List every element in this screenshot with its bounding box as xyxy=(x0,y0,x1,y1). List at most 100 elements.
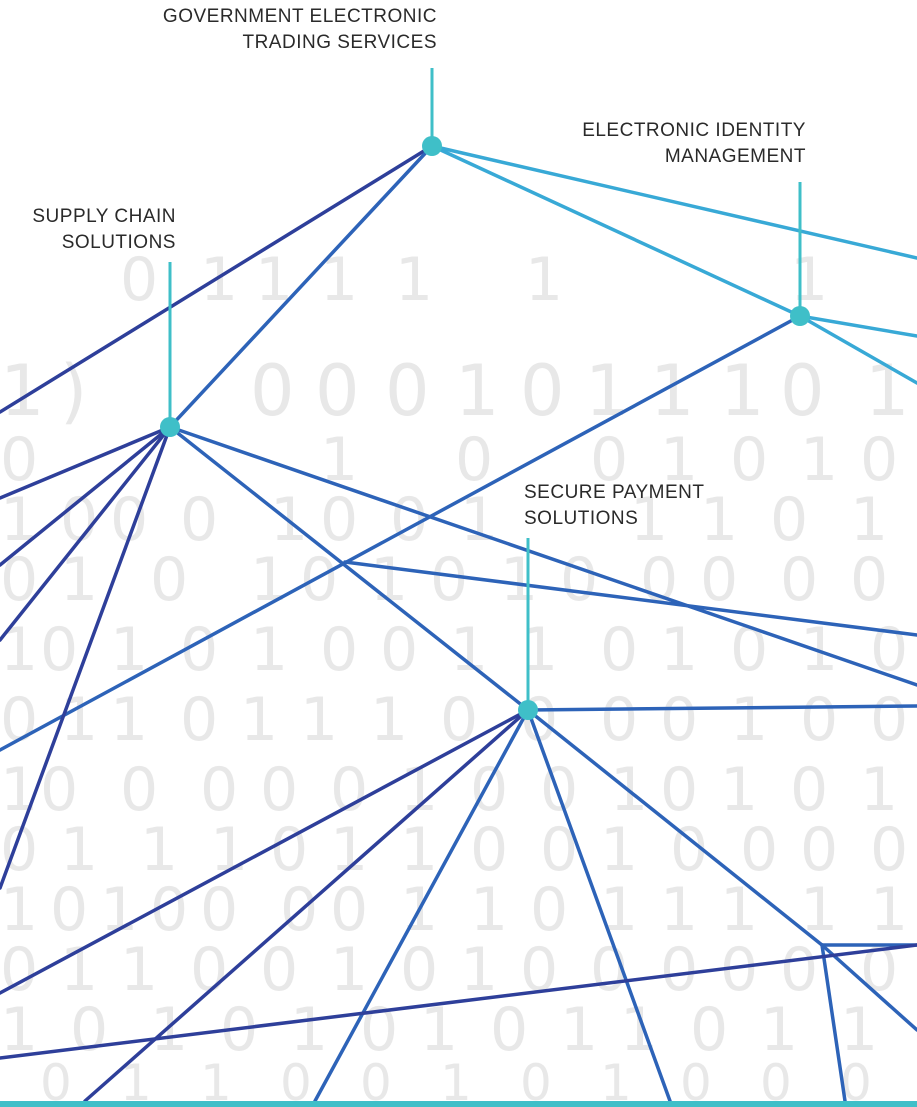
background-digit: 1 xyxy=(320,245,358,315)
background-digit: 1 xyxy=(400,815,438,885)
background-digit: 1 xyxy=(60,685,98,755)
network-edge xyxy=(0,425,172,890)
network-edge xyxy=(168,144,434,429)
background-digit: 1 xyxy=(600,1054,632,1107)
background-digit: 0 xyxy=(120,245,158,315)
background-digit: 1 xyxy=(120,1054,152,1107)
network-edge xyxy=(0,708,530,995)
network-edge xyxy=(798,314,917,385)
background-digit: 1 xyxy=(525,245,563,315)
background-digit: 0 xyxy=(150,545,188,615)
background-digit: 1 xyxy=(560,995,598,1065)
background-digit: 0 xyxy=(860,425,898,495)
background-digit: 0 xyxy=(800,685,838,755)
background-digit: 0 xyxy=(320,615,358,685)
background-digit: 1 xyxy=(60,815,98,885)
background-digit: 0 xyxy=(870,685,908,755)
background-digit: 1 xyxy=(585,350,630,432)
background-digit: 0 xyxy=(40,615,78,685)
background-digit: 0 xyxy=(870,615,908,685)
background-digit: 0 xyxy=(520,350,565,432)
background-digit: 1 xyxy=(800,425,838,495)
background-digit: 0 xyxy=(660,935,698,1005)
background-digit: 0 xyxy=(690,995,728,1065)
label-line: MANAGEMENT xyxy=(664,146,806,167)
background-digit: 1 xyxy=(865,350,910,432)
label-supply-chain-solutions: SUPPLY CHAIN SOLUTIONS xyxy=(32,204,176,256)
background-digit: 1 xyxy=(0,350,45,432)
background-digit: 0 xyxy=(385,350,430,432)
background-digit: 0 xyxy=(455,425,493,495)
background-digit: 0 xyxy=(730,425,768,495)
background-digit: 1 xyxy=(520,615,558,685)
background-digit: 1 xyxy=(850,485,888,555)
network-edges xyxy=(0,144,917,1103)
network-edge xyxy=(0,314,802,752)
label-secure-payment-solutions: SECURE PAYMENT SOLUTIONS xyxy=(524,480,705,532)
background-digit: 0 xyxy=(470,755,508,825)
background-digit: 0 xyxy=(560,545,598,615)
background-digit: 0 xyxy=(780,545,818,615)
network-edge xyxy=(798,314,917,338)
background-digit: 1 xyxy=(370,685,408,755)
background-digit: 1 xyxy=(290,995,328,1065)
label-line: SECURE PAYMENT xyxy=(524,482,705,503)
background-digit: 1 xyxy=(730,685,768,755)
background-digit: 0 xyxy=(740,815,778,885)
label-electronic-identity-management: ELECTRONIC IDENTITY MANAGEMENT xyxy=(582,118,806,170)
background-digit: 0 xyxy=(600,615,638,685)
background-digit: 1 xyxy=(760,995,798,1065)
background-digit: 1 xyxy=(110,685,148,755)
background-digit: 0 xyxy=(440,685,478,755)
background-digit: 1 xyxy=(370,545,408,615)
label-line: SOLUTIONS xyxy=(61,232,176,253)
network-edge xyxy=(820,943,847,1103)
network-nodes xyxy=(160,136,810,720)
label-connectors xyxy=(168,68,802,710)
background-digit: 0 xyxy=(540,755,578,825)
background-digit: 1 xyxy=(650,350,695,432)
network-edge xyxy=(0,425,172,642)
background-digit: 0 xyxy=(800,815,838,885)
network-edge xyxy=(168,425,917,687)
background-digit: 1 xyxy=(0,615,38,685)
background-digit: 0 xyxy=(0,545,38,615)
background-digit: 1 xyxy=(300,685,338,755)
background-digit: 0 xyxy=(760,1054,792,1107)
background-digit: 1 xyxy=(100,875,138,945)
label-line: SUPPLY CHAIN xyxy=(32,206,176,227)
node-identity xyxy=(790,306,810,326)
background-digit: 1 xyxy=(500,545,538,615)
background-digit: 0 xyxy=(270,815,308,885)
node-payment xyxy=(518,700,538,720)
background-digit: 0 xyxy=(470,815,508,885)
background-digit: 1 xyxy=(440,1054,472,1107)
label-line: ELECTRONIC IDENTITY xyxy=(582,120,806,141)
background-digit: 0 xyxy=(660,755,698,825)
background-digit: 0 xyxy=(330,875,368,945)
background-digit: 1 xyxy=(320,425,358,495)
background-digit: 0 xyxy=(200,875,238,945)
network-edge xyxy=(83,708,530,1103)
background-digit: 0 xyxy=(260,755,298,825)
background-digit: 1 xyxy=(200,1054,232,1107)
background-digit: 1 xyxy=(255,245,293,315)
background-digit: 0 xyxy=(780,935,818,1005)
background-digit: 1 xyxy=(600,815,638,885)
label-line: SOLUTIONS xyxy=(524,508,639,529)
background-digit: 1 xyxy=(150,995,188,1065)
background-digit: 1 xyxy=(60,935,98,1005)
background-digit: 1 xyxy=(330,935,368,1005)
network-edge xyxy=(526,708,824,947)
background-digit: 0 xyxy=(280,1054,312,1107)
background-digit: 1 xyxy=(240,685,278,755)
background-digit: 0 xyxy=(530,875,568,945)
network-edge xyxy=(313,708,530,1103)
background-digit: 0 xyxy=(660,685,698,755)
background-digit: 1 xyxy=(250,615,288,685)
background-digit: 1 xyxy=(720,350,765,432)
background-digit: 1 xyxy=(860,755,898,825)
network-edge xyxy=(820,943,917,1032)
background-digit: 1 xyxy=(660,425,698,495)
